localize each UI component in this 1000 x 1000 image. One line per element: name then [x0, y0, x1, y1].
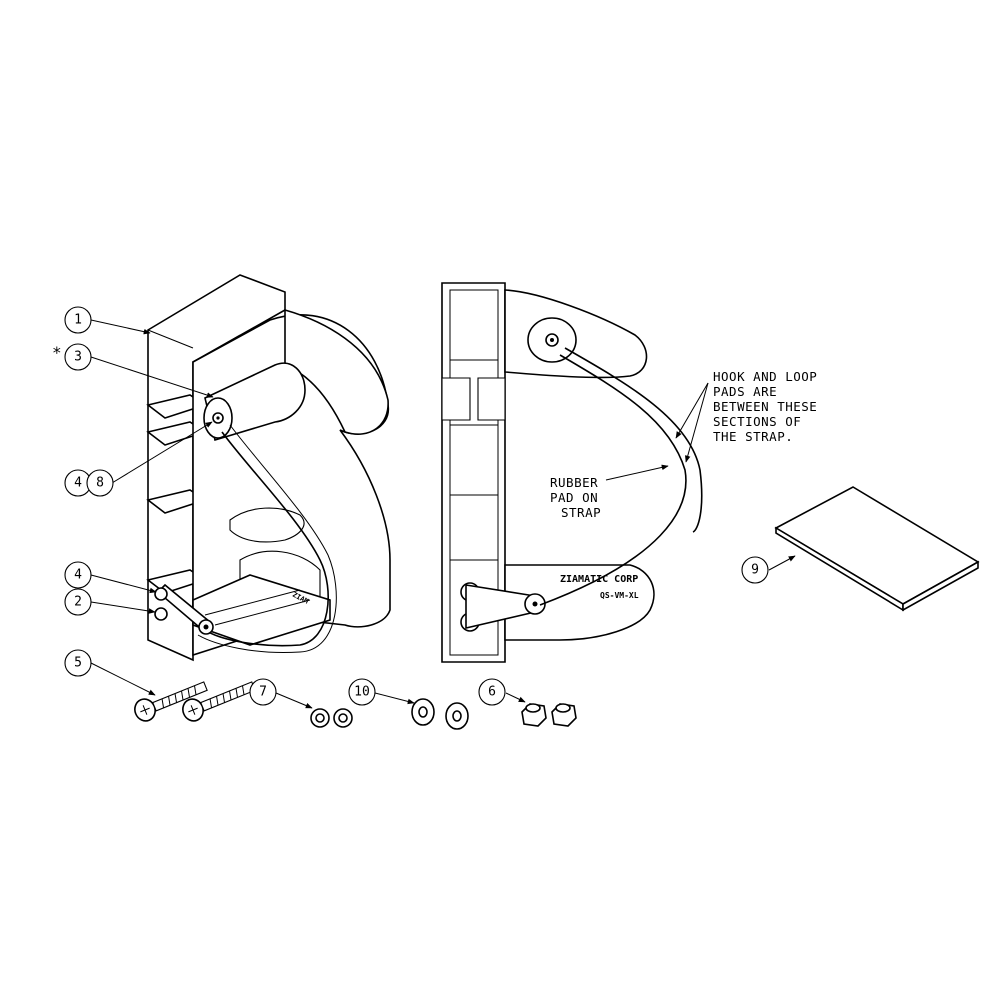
left-holder-assembly: ZIAM — [146, 274, 391, 662]
callout-3: * 3 — [52, 343, 92, 371]
hook-loop-pad — [774, 486, 980, 612]
callout-2: 2 — [64, 588, 92, 616]
callout-2-label: 2 — [74, 595, 82, 610]
callout-5-label: 5 — [74, 656, 82, 671]
hook-loop-note-line-2: PADS ARE — [713, 384, 777, 399]
callout-10: 10 — [348, 678, 376, 706]
leader-lines — [90, 319, 796, 709]
callout-8-label: 8 — [96, 476, 104, 491]
callout-4: 4 — [64, 561, 92, 589]
hardware-nuts — [521, 703, 577, 727]
callout-9: 9 — [741, 556, 769, 584]
rubber-pad-note-line-3: STRAP — [561, 505, 601, 520]
rubber-pad-note-line-2: PAD ON — [550, 490, 598, 505]
hook-loop-note-line-5: THE STRAP. — [713, 429, 793, 444]
right-model-mark: QS-VM-XL — [600, 591, 639, 600]
callout-3-label: 3 — [74, 350, 82, 365]
callout-4a-label: 4 — [74, 476, 82, 491]
hardware-lock-washers — [310, 708, 353, 728]
hook-loop-note-line-3: BETWEEN THESE — [713, 399, 817, 414]
callout-9-label: 9 — [751, 563, 759, 578]
hook-loop-note-line-1: HOOK AND LOOP — [713, 369, 817, 384]
callout-10-label: 10 — [354, 685, 370, 700]
callout-4b-label: 4 — [74, 568, 82, 583]
callout-6: 6 — [478, 678, 506, 706]
callout-4-8: 4 8 — [64, 469, 114, 497]
hardware-screws — [134, 681, 256, 722]
callout-1: 1 — [64, 306, 92, 334]
hardware-flat-washers — [411, 698, 469, 730]
callout-6-label: 6 — [488, 685, 496, 700]
hook-loop-note: HOOK AND LOOP PADS ARE BETWEEN THESE SEC… — [713, 369, 817, 444]
callout-5: 5 — [64, 649, 92, 677]
callout-7: 7 — [249, 678, 277, 706]
rubber-pad-note-line-1: RUBBER — [550, 475, 598, 490]
callout-3-asterisk: * — [52, 343, 62, 362]
callout-7-label: 7 — [259, 685, 267, 700]
callout-1-label: 1 — [74, 313, 82, 328]
right-holder-assembly: ZIAMATIC CORP QS-VM-XL — [441, 282, 703, 663]
rubber-pad-note: RUBBER PAD ON STRAP — [550, 475, 601, 520]
right-brand-mark: ZIAMATIC CORP — [560, 574, 638, 585]
hook-loop-note-line-4: SECTIONS OF — [713, 414, 801, 429]
